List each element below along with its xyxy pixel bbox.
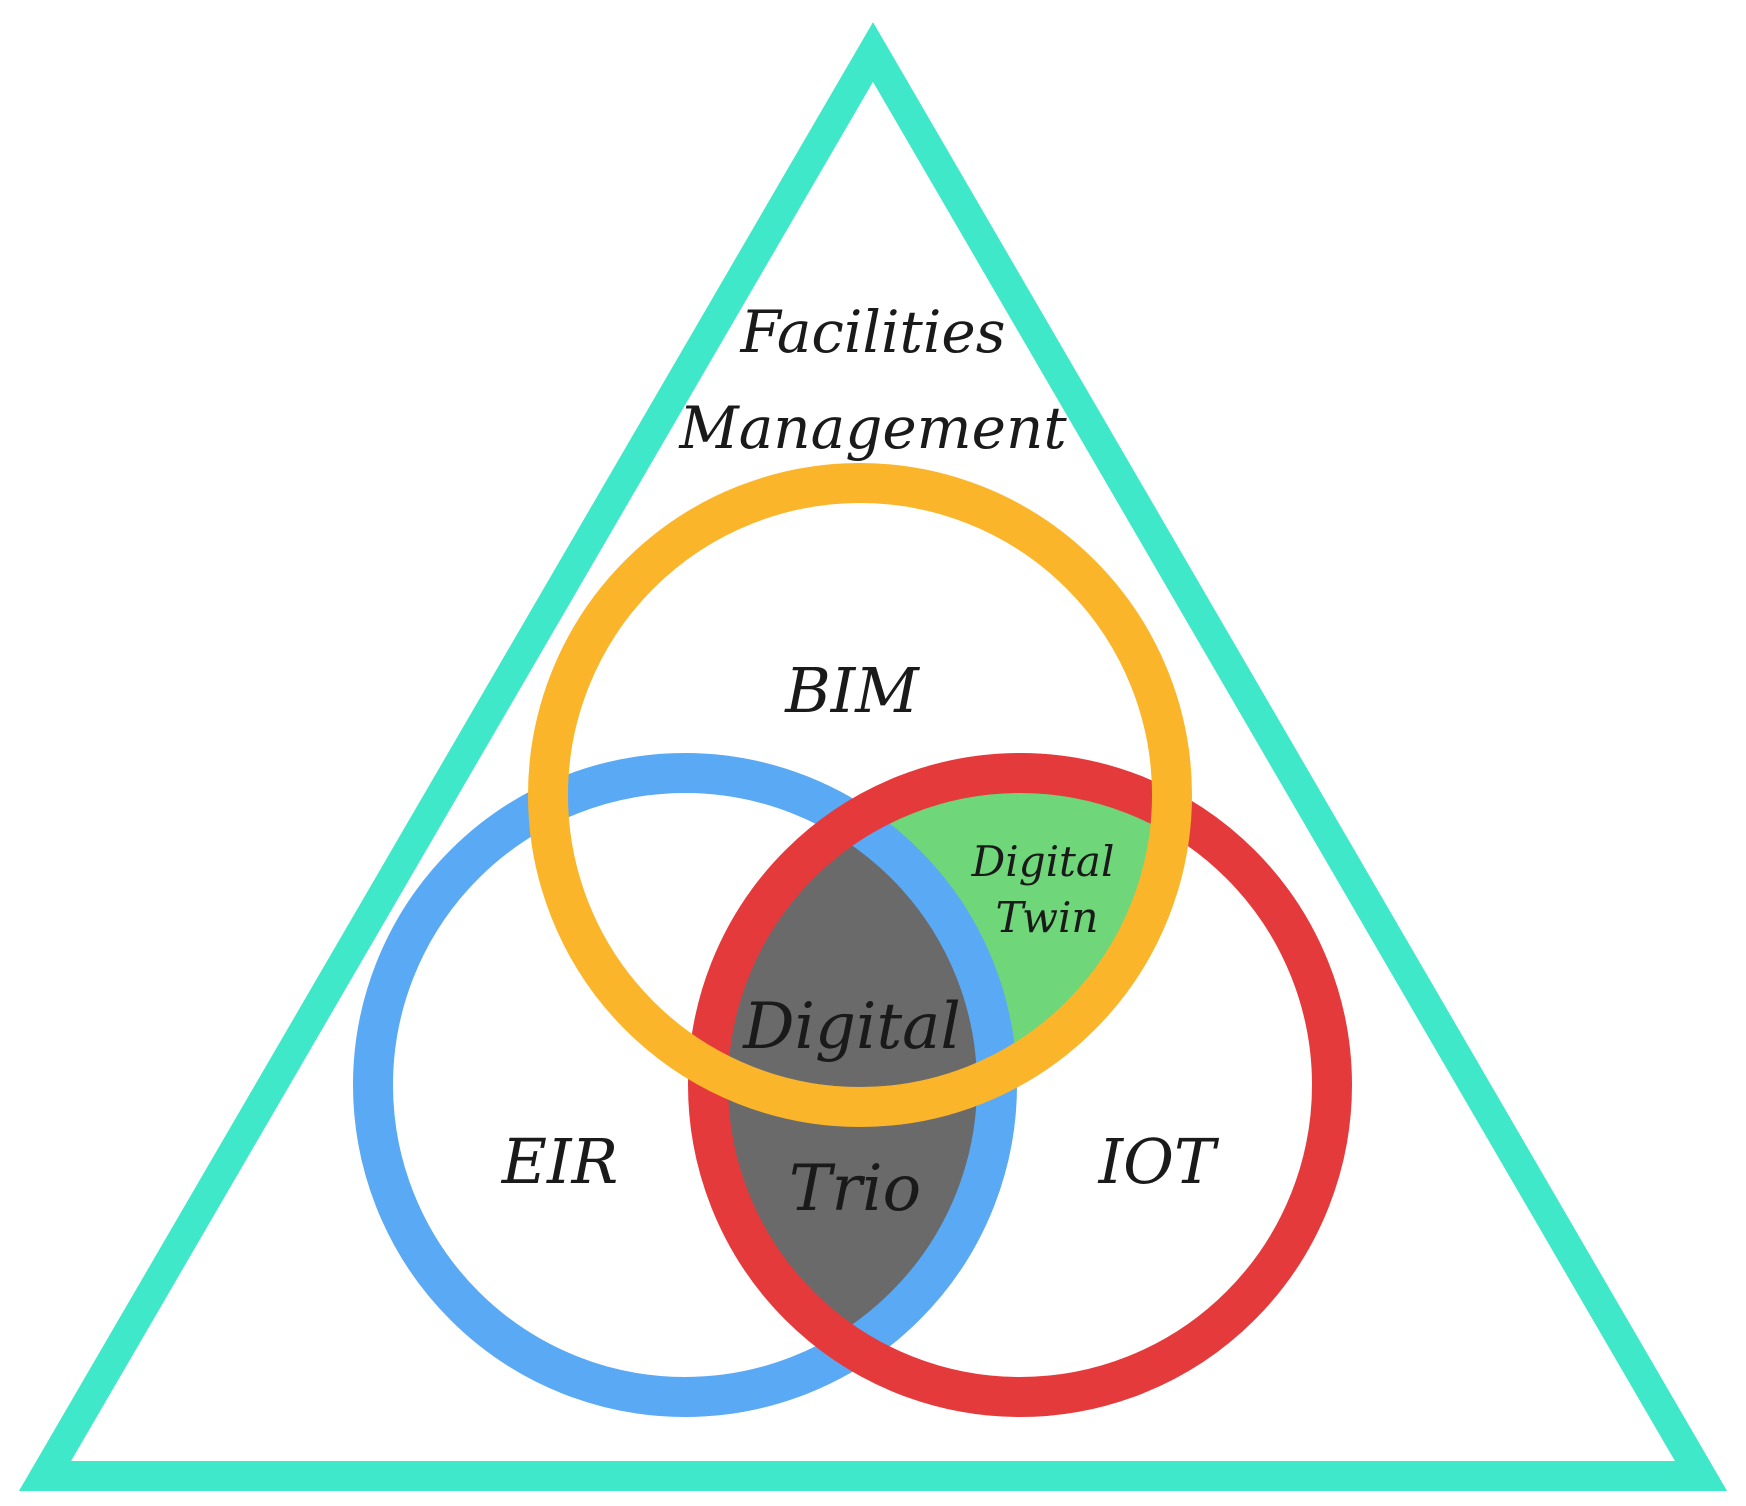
facilities-label-line1: Facilities [740, 298, 1006, 366]
facilities-management-triangle [18, 22, 1728, 1491]
digital-trio-label-line2: Trio [789, 1152, 921, 1226]
digital-trio-region [708, 773, 997, 1397]
digital-trio-label-line1: Digital [742, 990, 961, 1064]
bim-label: BIM [784, 654, 920, 727]
iot-label: IOT [1098, 1125, 1220, 1198]
digital-twin-label-line2: Twin [996, 893, 1099, 942]
digital-twin-label-line1: Digital [971, 837, 1115, 886]
eir-label: EIR [501, 1125, 618, 1198]
facilities-label-line2: Management [678, 394, 1067, 462]
bim-circle [528, 463, 1192, 1127]
